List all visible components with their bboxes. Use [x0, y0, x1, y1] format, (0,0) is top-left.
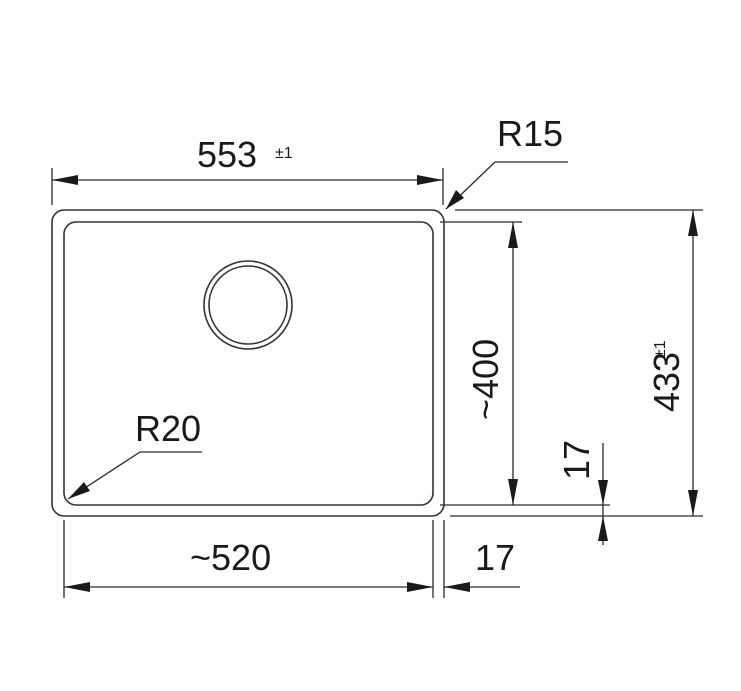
dimension-rim-side: [444, 582, 520, 592]
overall-depth-label: 433: [646, 352, 687, 412]
sink-outer-outline: [51, 209, 445, 517]
leader-outer-radius: [445, 161, 568, 210]
dimension-overall-width: [51, 168, 444, 205]
inner-radius-label: R20: [135, 408, 201, 449]
outer-radius-label: R15: [497, 113, 563, 154]
overall-depth-tolerance: ±1: [652, 340, 669, 358]
leader-inner-radius: [67, 451, 202, 500]
bowl-inner-outline: [63, 221, 434, 506]
dimension-overall-depth: [450, 209, 703, 517]
bowl-depth-label: ~400: [465, 339, 506, 420]
bowl-width-label: ~520: [190, 537, 271, 578]
drain-icon: [203, 260, 293, 350]
overall-width-tolerance: ±1: [275, 145, 293, 162]
overall-width-label: 553: [197, 134, 257, 175]
dimension-bowl-width: [63, 520, 445, 598]
dimension-rim-bottom: [598, 443, 608, 545]
rim-side-label: 17: [475, 537, 515, 578]
dimension-bowl-depth: [440, 221, 610, 506]
rim-bottom-label: 17: [556, 440, 597, 480]
